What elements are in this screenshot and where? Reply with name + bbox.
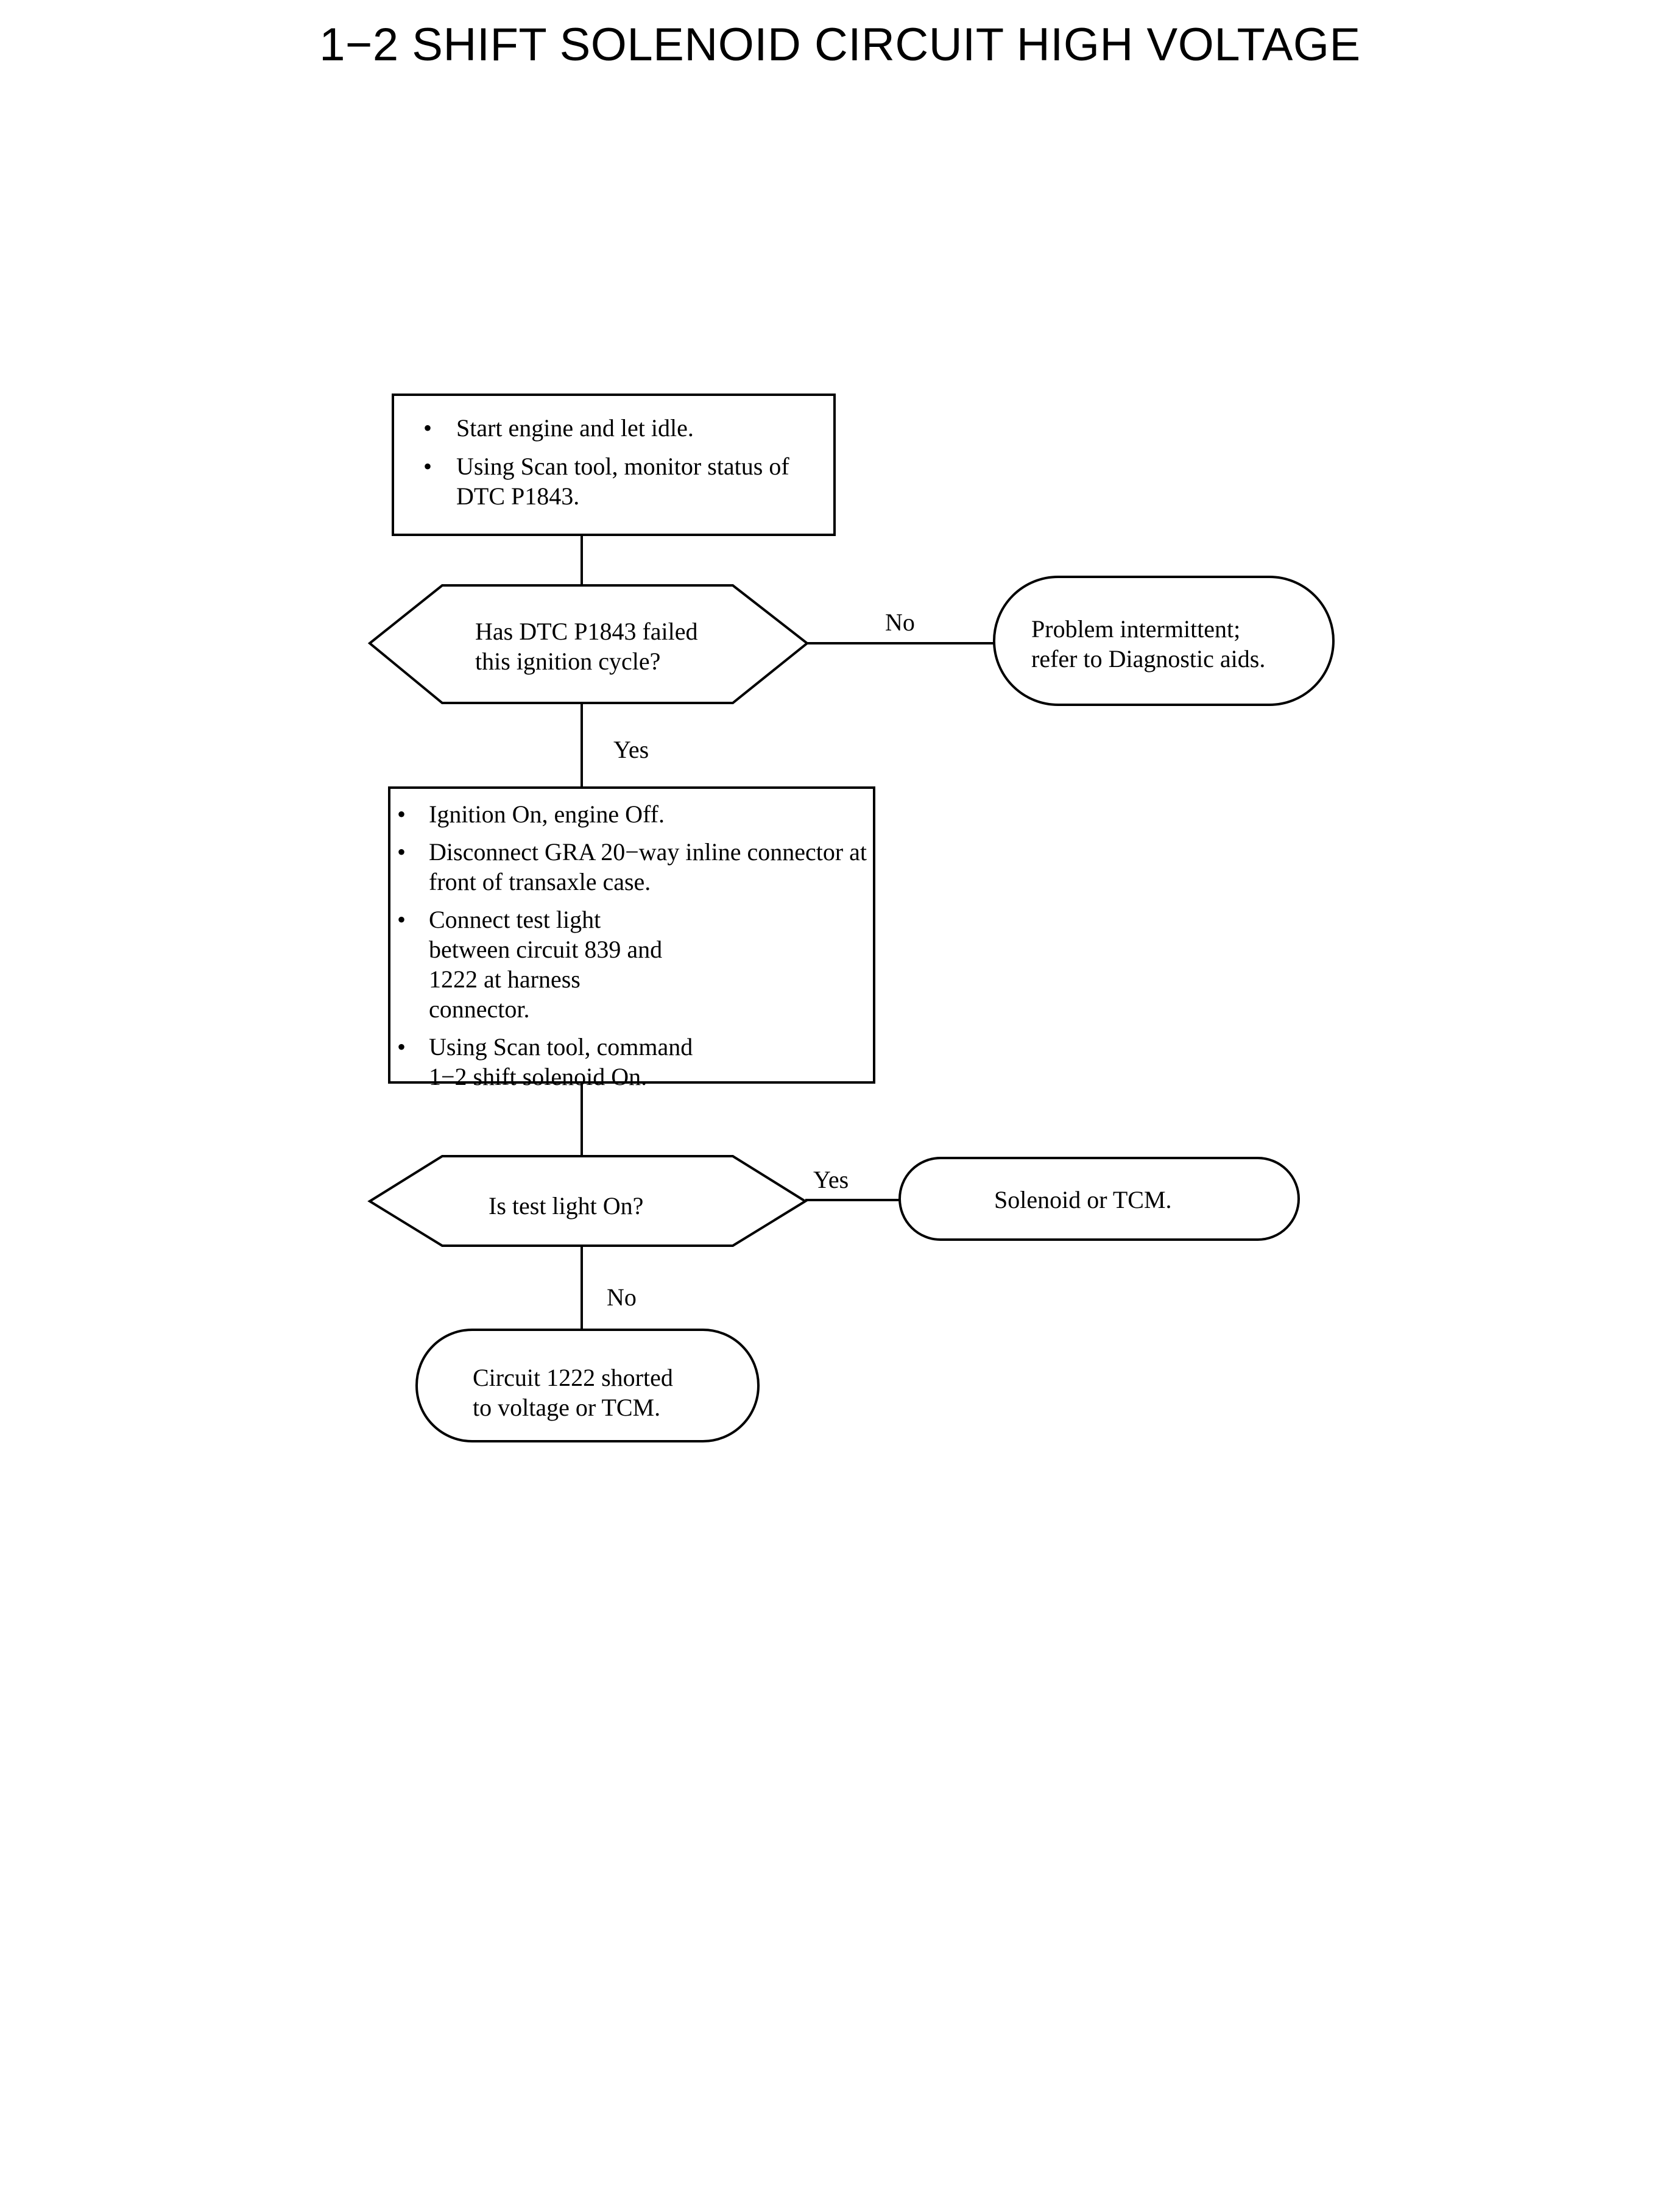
result-intermittent-line2: refer to Diagnostic aids. — [1031, 645, 1266, 673]
decision1-question-line1: Has DTC P1843 failed — [475, 618, 698, 645]
result-circuit-line2: to voltage or TCM. — [473, 1394, 661, 1421]
step2-item: Using Scan tool, command 1−2 shift solen… — [397, 1032, 733, 1092]
step1-list: Start engine and let idle. Using Scan to… — [423, 413, 813, 511]
page-title: 1−2 SHIFT SOLENOID CIRCUIT HIGH VOLTAGE — [319, 19, 1361, 71]
result-circuit-line1: Circuit 1222 shorted — [473, 1364, 673, 1391]
decision2-hexagon — [367, 1155, 808, 1247]
decision1-text: Has DTC P1843 failed this ignition cycle… — [475, 616, 737, 676]
step2-text: Ignition On, engine Off. Disconnect GRA … — [397, 799, 872, 1100]
step2-item: Connect test light between circuit 839 a… — [397, 905, 685, 1024]
result-solenoid-text: Solenoid or TCM. — [994, 1186, 1172, 1213]
result-intermittent-terminator — [993, 576, 1335, 706]
decision2-no-label: No — [607, 1283, 637, 1311]
step1-item: Start engine and let idle. — [423, 413, 813, 443]
result-intermittent-text: Problem intermittent; refer to Diagnosti… — [1031, 614, 1324, 674]
step2-item: Ignition On, engine Off. — [397, 799, 872, 829]
step2-list: Ignition On, engine Off. Disconnect GRA … — [397, 799, 872, 1092]
result-circuit-terminator — [415, 1329, 760, 1442]
decision2-yes-label: Yes — [813, 1166, 849, 1193]
decision1-no-label: No — [885, 609, 915, 636]
result-solenoid-terminator — [898, 1157, 1300, 1241]
decision2-text: Is test light On? — [489, 1192, 644, 1220]
result-intermittent-line1: Problem intermittent; — [1031, 615, 1241, 643]
step1-item: Using Scan tool, monitor status of DTC P… — [423, 451, 813, 511]
result-circuit-text: Circuit 1222 shorted to voltage or TCM. — [473, 1363, 741, 1422]
decision1-hexagon — [367, 584, 810, 704]
decision1-question-line2: this ignition cycle? — [475, 648, 661, 675]
step1-text: Start engine and let idle. Using Scan to… — [423, 413, 813, 520]
step2-item: Disconnect GRA 20−way inline connector a… — [397, 837, 872, 897]
step1-box — [392, 394, 836, 536]
decision1-yes-label: Yes — [613, 736, 649, 763]
